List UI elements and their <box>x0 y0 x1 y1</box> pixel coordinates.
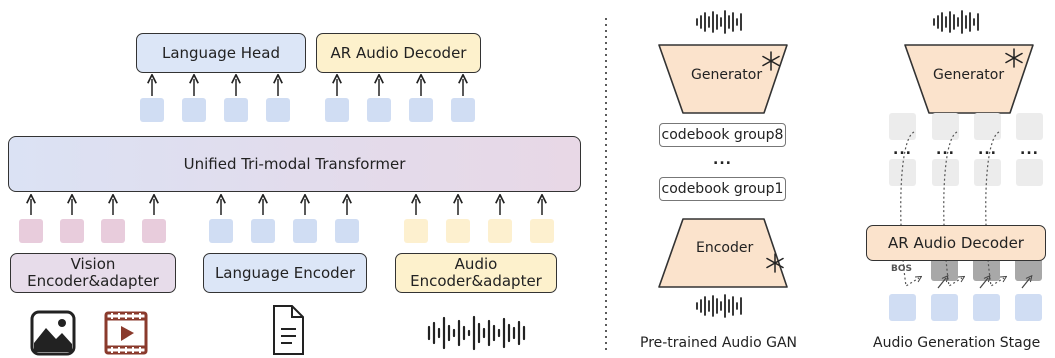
language-head-box: Language Head <box>136 33 306 73</box>
waveform-icon <box>696 10 742 34</box>
audio-encoder-label-line1: Audio <box>454 255 498 273</box>
gan-encoder-label: Encoder <box>696 240 754 256</box>
bos-token: BOS <box>891 264 912 274</box>
arrow-into-token <box>937 278 1030 289</box>
output-tokens-language <box>140 98 290 122</box>
transformer-label: Unified Tri-modal Transformer <box>183 154 406 173</box>
generator-shape <box>658 44 788 114</box>
ar-audio-decoder-head-label: AR Audio Decoder <box>330 43 467 62</box>
token-ellipsis: ... <box>893 142 912 158</box>
snowflake-icon <box>1005 48 1023 68</box>
ar-audio-decoder-label: AR Audio Decoder <box>888 233 1024 252</box>
image-icon <box>30 310 76 356</box>
tri-modal-transformer-box: Unified Tri-modal Transformer <box>8 136 581 192</box>
stage-generator-label: Generator <box>933 67 1005 83</box>
waveform-icon <box>696 294 742 318</box>
codebook-group8: codebook group8 <box>659 123 786 147</box>
arrows-to-transformer <box>31 199 542 215</box>
language-head-label: Language Head <box>161 43 280 62</box>
token-ellipsis: ... <box>978 142 997 158</box>
audio-tokens <box>404 219 554 243</box>
snowflake-icon <box>766 253 784 273</box>
video-icon <box>104 311 148 355</box>
audio-encoder-box: Audio Encoder&adapter <box>395 253 557 293</box>
language-encoder-label: Language Encoder <box>214 263 356 282</box>
vision-encoder-label-line1: Vision <box>70 255 116 273</box>
input-audio-tokens <box>889 294 1042 321</box>
vision-encoder-label-line2: Encoder&adapter <box>27 272 159 290</box>
waveform-icon <box>427 315 526 351</box>
document-icon <box>273 305 304 355</box>
generator-shape <box>904 44 1034 114</box>
audio-generation-caption: Audio Generation Stage <box>873 335 1041 351</box>
autoregressive-arrows <box>900 131 1004 287</box>
encoder-shape <box>658 218 788 288</box>
codebook-token-grid <box>889 113 1043 186</box>
codebook-ellipsis: ... <box>713 152 732 168</box>
language-tokens <box>209 219 359 243</box>
ar-audio-decoder-head-box: AR Audio Decoder <box>316 33 481 73</box>
token-ellipsis: ... <box>1020 142 1039 158</box>
output-tokens-audio <box>325 98 475 122</box>
arrows-to-heads <box>152 79 463 96</box>
vision-tokens <box>19 219 166 243</box>
waveform-icon <box>933 10 979 34</box>
language-encoder-box: Language Encoder <box>203 253 367 293</box>
vision-encoder-box: Vision Encoder&adapter <box>10 253 176 293</box>
codebook-group1: codebook group1 <box>659 177 786 201</box>
ar-audio-decoder-box: AR Audio Decoder <box>866 225 1046 261</box>
gan-generator-label: Generator <box>691 67 763 83</box>
token-ellipsis: ... <box>936 142 955 158</box>
audio-encoder-label-line2: Encoder&adapter <box>410 272 542 290</box>
pretrained-gan-caption: Pre-trained Audio GAN <box>640 335 797 351</box>
snowflake-icon <box>762 51 780 71</box>
